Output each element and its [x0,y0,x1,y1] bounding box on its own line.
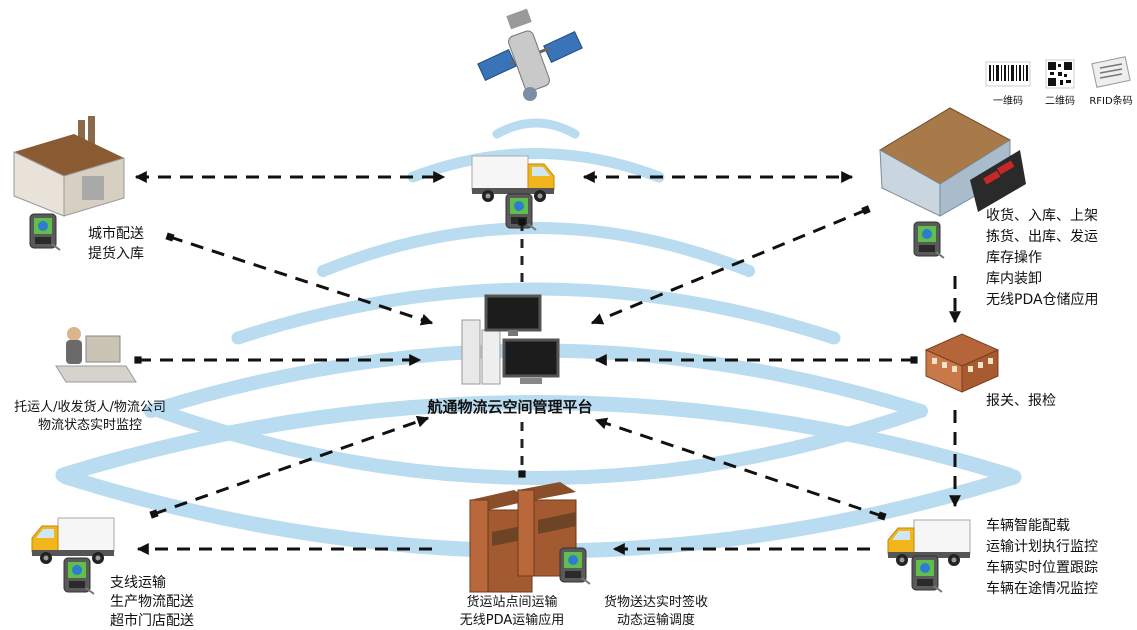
city-line2: 提货入库 [88,245,144,262]
pda-icon [559,547,591,585]
branch-label-2: 生产物流配送 [110,594,194,610]
pda-icon [29,213,61,251]
branch-label-3: 超市门店配送 [110,612,194,629]
qrcode-label: 二维码 [1045,94,1075,107]
warehouse-label-2: 拣货、出库、发运 [986,228,1098,245]
station-label-left-2: 无线PDA运输应用 [460,612,565,628]
station-label-left-1: 货运站点间运输 [466,594,557,610]
vehicle-label-2: 运输计划执行监控 [986,539,1098,555]
platform-title: 航通物流云空间管理平台 [427,398,592,416]
pda-icon [911,555,943,593]
warehouse-icon [879,107,1026,217]
warehouse-label-4: 库内装卸 [986,271,1042,287]
rfid-tag-icon [1091,56,1131,88]
shipper-label-2: 物流状态实时监控 [38,418,142,433]
warehouse-label-3: 库存操作 [986,250,1042,266]
warehouse-label-5: 无线PDA仓储应用 [986,291,1099,308]
factory-icon [13,116,125,217]
vehicle-label-4: 车辆在途情况监控 [986,580,1098,597]
server-computers-icon [461,294,560,385]
barcode-icon [985,61,1031,87]
satellite-icon [477,8,583,101]
customs-label: 报关、报检 [986,393,1056,409]
station-label-right-1: 货物送达实时签收 [604,594,708,610]
person-at-desk-icon [55,327,137,383]
rfid-label: RFID条码 [1089,94,1132,107]
city-delivery-label: 城市配送 [88,225,144,242]
delivery-truck-icon [31,517,115,565]
branch-label-1: 支线运输 [110,575,166,591]
pda-icon [913,221,945,259]
city-line1: 城市配送 [88,225,144,242]
warehouse-label-1: 收货、入库、上架 [986,207,1098,224]
vehicle-label-3: 车辆实时位置跟踪 [986,559,1098,576]
customs-building-icon [924,333,1000,393]
qrcode-icon [1045,59,1075,89]
station-label-right-2: 动态运输调度 [617,612,695,628]
connector-arrows [134,171,961,555]
pda-icon [63,557,95,595]
barcode-label: 一维码 [993,94,1023,107]
city-delivery-label-2: 提货入库 [88,245,144,262]
shipper-label-1: 托运人/收发货人/物流公司 [14,399,166,415]
vehicle-label-1: 车辆智能配载 [986,517,1070,534]
